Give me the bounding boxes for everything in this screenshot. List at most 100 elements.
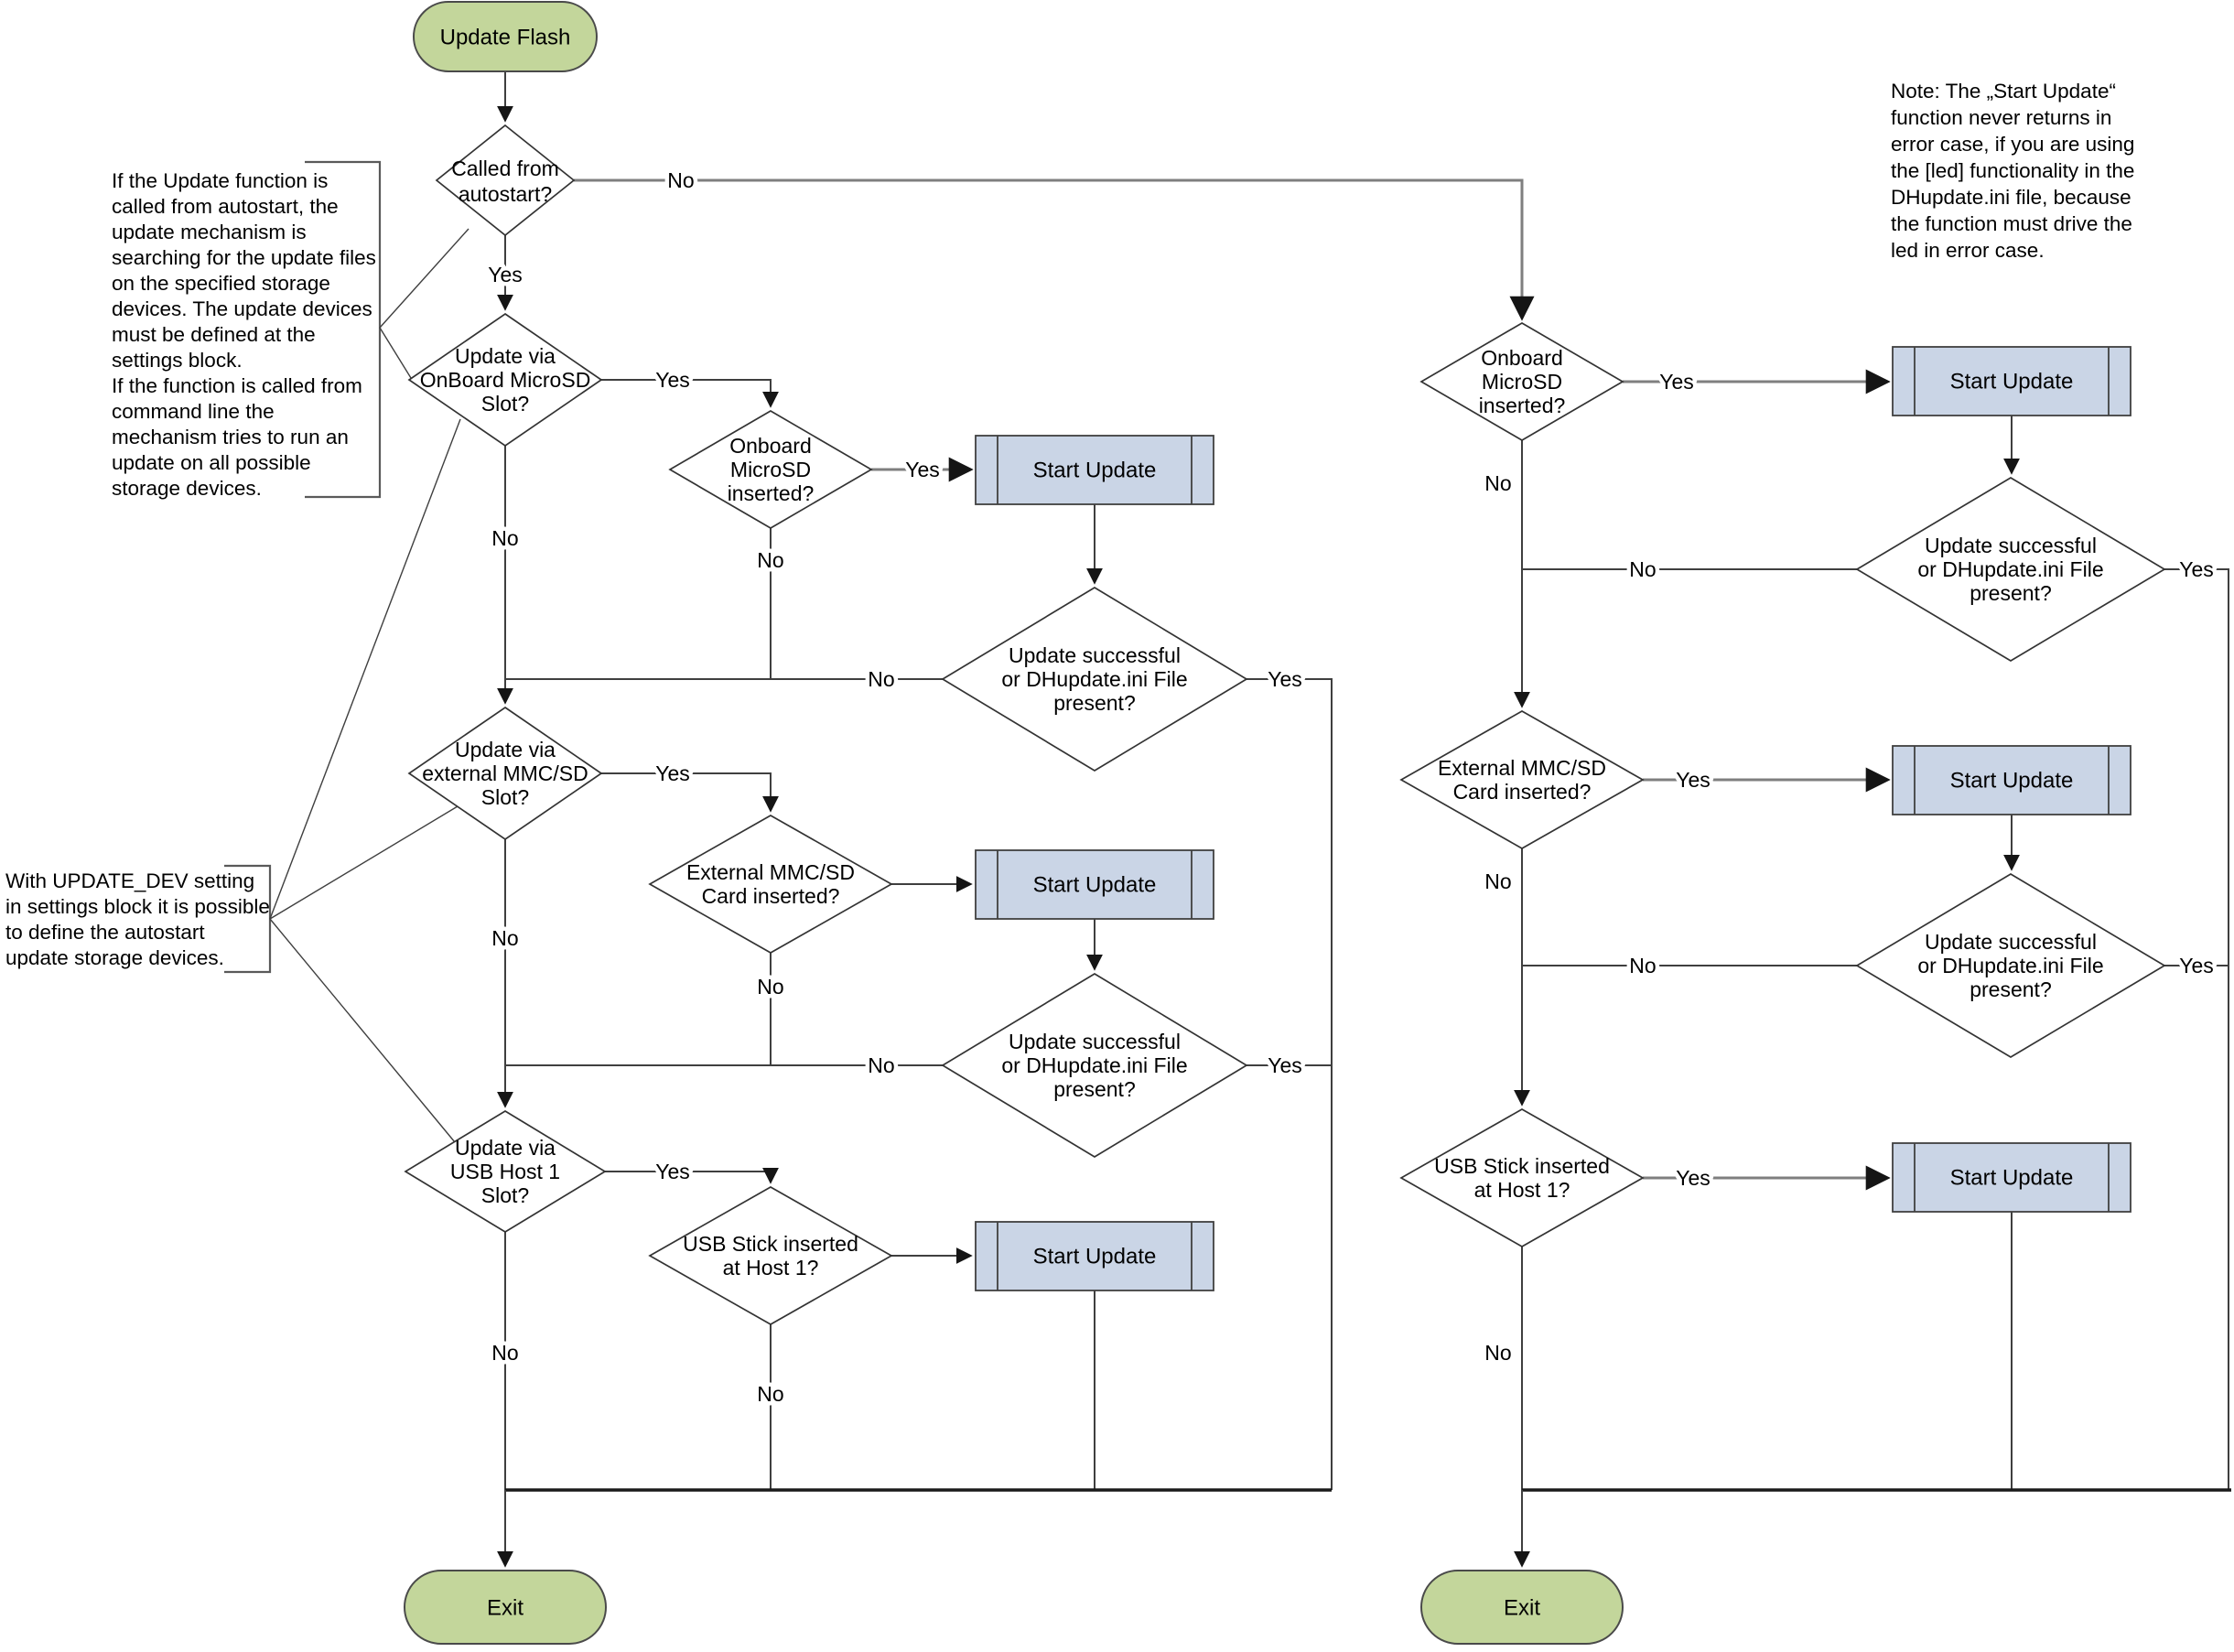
edge-label-yes: Yes: [1659, 370, 1694, 394]
annotation-line: DHupdate.ini file, because: [1891, 186, 2131, 209]
annotation-line: settings block.: [112, 349, 243, 372]
annotation-line: mechanism tries to run an: [112, 426, 349, 448]
annotation-line: function never returns in: [1891, 106, 2111, 129]
process-shape: [1892, 346, 2131, 416]
decision-label: USB Host 1: [450, 1160, 560, 1183]
edge-label-no: No: [1484, 471, 1511, 495]
decision-label: Onboard: [1481, 346, 1563, 370]
annotation-line: error case, if you are using: [1891, 133, 2134, 156]
decision-label: External MMC/SD: [1438, 756, 1606, 780]
process-shape: [975, 849, 1214, 920]
process-r-start-update-3: Start Update: [1892, 1142, 2131, 1213]
decision-label: Slot?: [481, 392, 529, 416]
decision-label: at Host 1?: [723, 1256, 819, 1279]
process-label: Start Update: [1033, 459, 1157, 483]
edge-labels: No Yes Yes No Yes No No Yes Yes No No No…: [484, 165, 2218, 1410]
annotation-line: on the specified storage: [112, 272, 330, 295]
process-start-update-3: Start Update: [975, 1221, 1214, 1291]
decision-shape: [404, 1110, 607, 1233]
decision-label: autostart?: [459, 182, 552, 206]
decision-label: OnBoard MicroSD: [420, 368, 591, 392]
start-terminal: Update Flash: [413, 1, 598, 72]
decision-shape: [668, 410, 873, 529]
decision-label: External MMC/SD: [686, 860, 855, 884]
edge-label-yes: Yes: [905, 458, 940, 481]
decision-shape: [941, 973, 1248, 1158]
edge-label-yes: Yes: [1676, 1166, 1711, 1190]
decision-label: MicroSD: [1482, 370, 1562, 394]
annotation-line: storage devices.: [112, 477, 262, 500]
decision-shape: [435, 124, 576, 237]
decision-label: present?: [1970, 581, 2052, 605]
decision-label: inserted?: [728, 481, 815, 505]
callout-leader: [379, 327, 412, 379]
process-label: Start Update: [1033, 873, 1157, 898]
decision-r-onboard-inserted: Onboard MicroSD inserted?: [1419, 322, 1624, 441]
annotation-line: to define the autostart: [5, 921, 205, 944]
edge-usb-slot-yes: [605, 1167, 779, 1184]
annotation-line: update mechanism is: [112, 221, 307, 243]
decision-label: Slot?: [481, 1183, 529, 1207]
annotation-line: If the Update function is: [112, 169, 328, 192]
edge-label-no: No: [1629, 954, 1656, 977]
decision-update-successful-2: Update successful or DHupdate.ini File p…: [941, 973, 1248, 1158]
edge-label-yes: Yes: [655, 761, 690, 785]
process-label: Start Update: [1950, 370, 2074, 394]
decision-update-via-onboard: Update via OnBoard MicroSD Slot?: [407, 312, 603, 448]
callout-leader: [269, 918, 456, 1143]
decision-onboard-inserted: Onboard MicroSD inserted?: [668, 410, 873, 529]
decision-update-via-usb: Update via USB Host 1 Slot?: [404, 1110, 607, 1233]
decision-shape: [1419, 322, 1624, 441]
decision-label: at Host 1?: [1474, 1178, 1570, 1202]
decision-label: Update successful: [1925, 930, 2097, 954]
edge-label-no: No: [868, 667, 894, 691]
process-r-start-update-1: Start Update: [1892, 346, 2131, 416]
edges-left: [497, 71, 1535, 1568]
callout-bracket: [305, 160, 382, 499]
decision-external-inserted: External MMC/SD Card inserted?: [648, 815, 893, 954]
decision-label: inserted?: [1479, 394, 1566, 417]
decision-label: or DHupdate.ini File: [1917, 557, 2103, 581]
edge-label-yes: Yes: [1268, 667, 1302, 691]
annotation-line: update on all possible: [112, 451, 311, 474]
edge-label-yes: Yes: [1268, 1053, 1302, 1077]
decision-shape: [1399, 1108, 1645, 1247]
edge-label-no: No: [868, 1053, 894, 1077]
decision-label: Card inserted?: [1453, 780, 1592, 804]
annotation-line: the [led] functionality in the: [1891, 159, 2134, 182]
exit-terminal-shape: [1420, 1570, 1624, 1645]
annotation-line: devices. The update devices: [112, 297, 372, 320]
exit-terminal-label: Exit: [1504, 1596, 1540, 1621]
decision-label: or DHupdate.ini File: [1917, 954, 2103, 977]
decision-label: or DHupdate.ini File: [1001, 667, 1187, 691]
decision-usb-inserted: USB Stick inserted at Host 1?: [648, 1186, 893, 1325]
process-shape: [1892, 1142, 2131, 1213]
decision-label: Card inserted?: [702, 884, 840, 908]
exit-terminal-right: Exit: [1420, 1570, 1624, 1645]
decision-r-update-successful-2: Update successful or DHupdate.ini File p…: [1855, 873, 2166, 1058]
edge-label-no: No: [491, 1341, 518, 1365]
decision-r-update-successful-1: Update successful or DHupdate.ini File p…: [1855, 477, 2166, 662]
decision-label: USB Stick inserted: [683, 1232, 858, 1256]
exit-terminal-label: Exit: [487, 1596, 523, 1621]
edge-label-no: No: [491, 926, 518, 950]
edges-right: [1514, 369, 2231, 1568]
annotation-line: led in error case.: [1891, 239, 2045, 262]
annotation-line: command line the: [112, 400, 275, 423]
annotation-line: update storage devices.: [5, 946, 224, 969]
exit-terminal-left: Exit: [404, 1570, 607, 1645]
decision-label: Update via: [455, 1136, 556, 1160]
process-label: Start Update: [1950, 769, 2074, 794]
decision-shape: [1399, 710, 1645, 849]
decision-label: Called from: [451, 157, 559, 180]
decision-label: Update successful: [1925, 534, 2097, 557]
annotation-line: With UPDATE_DEV setting: [5, 869, 254, 892]
process-shape: [975, 1221, 1214, 1291]
decision-label: Update via: [455, 738, 556, 761]
decision-update-via-external: Update via external MMC/SD Slot?: [407, 706, 603, 841]
process-start-update-1: Start Update: [975, 435, 1214, 505]
edge-label-yes: Yes: [655, 1160, 690, 1183]
decision-shape: [1855, 477, 2166, 662]
decision-label: Update via: [455, 344, 556, 368]
